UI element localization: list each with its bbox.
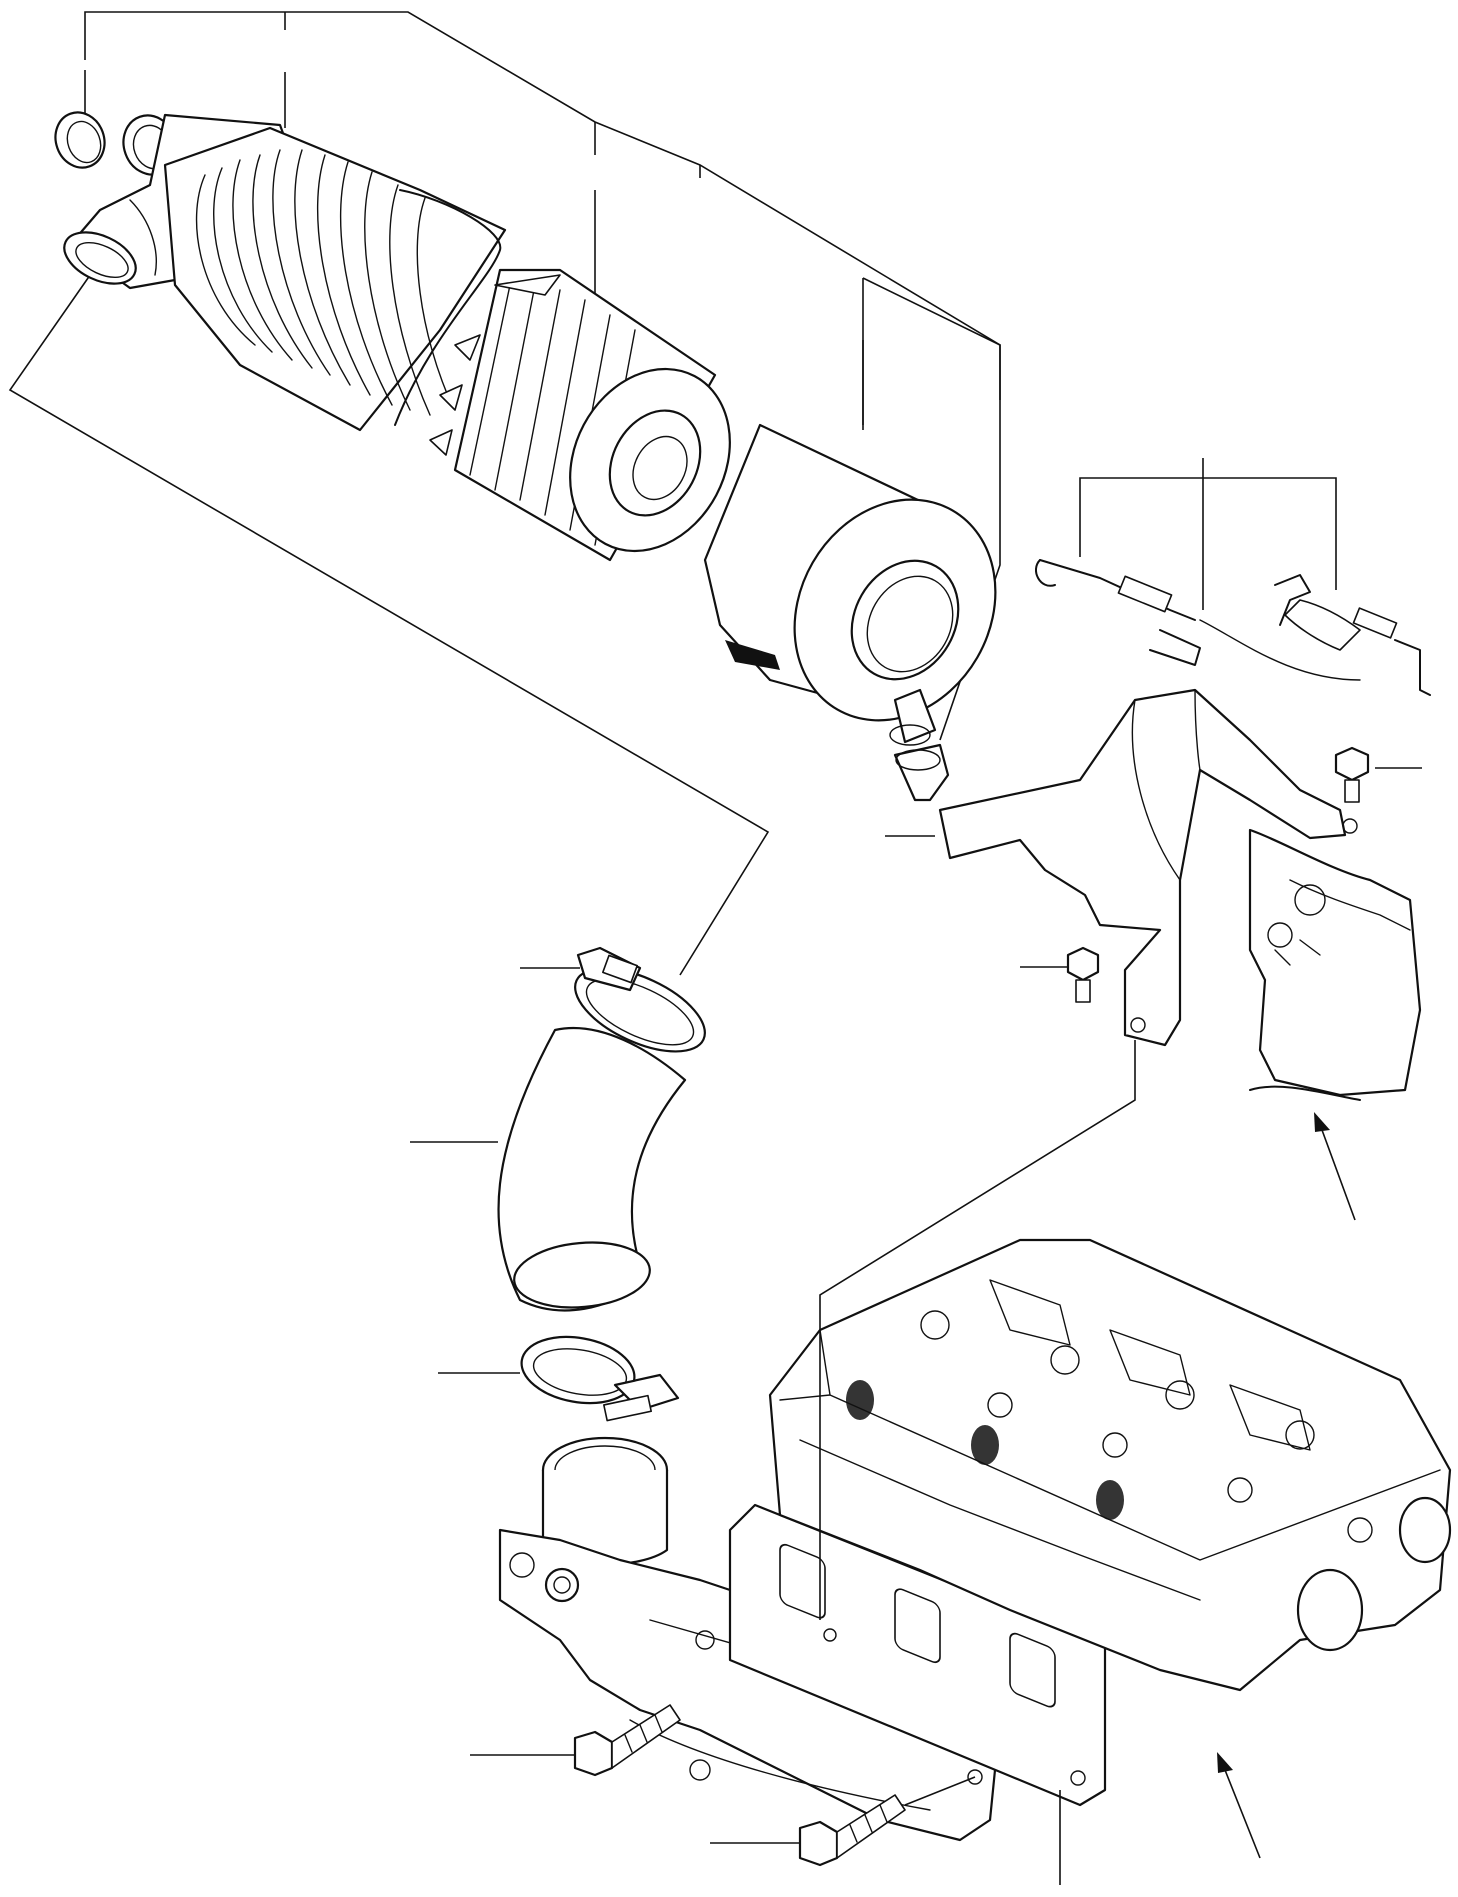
bracket-bolt-lower	[1020, 946, 1100, 1003]
manifold-gasket	[728, 1503, 1107, 1885]
dust-evacuator-valve	[889, 688, 950, 802]
air-cleaner-cover	[703, 423, 997, 722]
manifold-bolt-upper	[470, 1704, 681, 1777]
air-cleaner-housing	[163, 126, 507, 432]
manifold-bolt-lower	[710, 1776, 976, 1867]
bracket-bolt-upper	[1334, 746, 1422, 803]
rocker-cover	[1248, 828, 1422, 1101]
retaining-clip-set	[1035, 458, 1431, 696]
hose-clamp-lower	[438, 1335, 680, 1422]
primary-filter-element	[429, 268, 731, 562]
intake-hose	[410, 1026, 687, 1312]
cylinder-head-arrow	[1217, 1752, 1261, 1859]
intake-manifold	[498, 1436, 1002, 1842]
cylinder-head-springs	[846, 1380, 1124, 1520]
cylinder-head-ports	[920, 1279, 1373, 1543]
bracket-to-head-leader	[819, 1040, 1136, 1620]
cylinder-head	[768, 1238, 1452, 1692]
rocker-cover-arrow	[1314, 1112, 1356, 1221]
mounting-bracket	[938, 688, 1358, 1047]
hose-clamp-upper	[520, 946, 706, 1053]
elbow-to-clamp-leader	[8, 267, 770, 976]
